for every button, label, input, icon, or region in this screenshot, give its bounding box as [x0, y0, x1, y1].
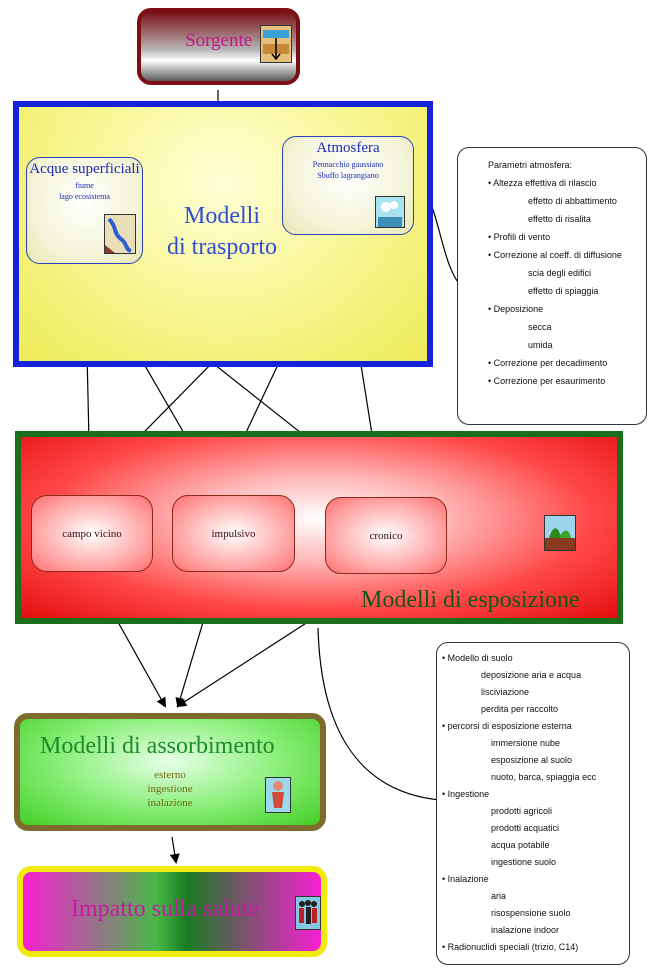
- atmo-param-line: • Correzione per decadimento: [488, 358, 608, 368]
- exp-param-line: inalazione indoor: [491, 925, 560, 935]
- exp-param-line: perdita per raccolto: [481, 704, 559, 714]
- surface-water-line-1: fiume: [75, 181, 94, 190]
- atmosphere-box[interactable]: Atmosfera Pennacchio gaussiano Sbuffo la…: [282, 136, 414, 235]
- exp-param-line: prodotti agricoli: [491, 806, 553, 816]
- transport-models-title: Modelli di trasporto: [167, 201, 277, 263]
- atmo-param-line: umida: [528, 340, 553, 350]
- exp-param-line: deposizione aria e acqua: [481, 670, 582, 680]
- health-impact-title: Impatto sulla salute: [71, 896, 259, 922]
- source-icon: [260, 25, 292, 63]
- chronic-label: cronico: [369, 529, 403, 542]
- surface-water-line-2: lago ecosistema: [59, 192, 110, 201]
- exp-param-line: • Radionuclidi speciali (trizio, C14): [442, 942, 579, 952]
- absorption-models-box[interactable]: Modelli di assorbimento esterno ingestio…: [14, 713, 326, 831]
- atmo-param-line: effetto di risalita: [528, 214, 591, 224]
- exp-param-line: • Inalazione: [442, 874, 489, 884]
- river-map-icon: [104, 214, 136, 254]
- atmo-param-line: • Profili di vento: [488, 232, 551, 242]
- source-label: Sorgente: [185, 30, 253, 51]
- exp-param-line: lisciviazione: [481, 687, 530, 697]
- atmo-param-line: effetto di abbattimento: [528, 196, 617, 206]
- absorption-line-3: inalazione: [147, 797, 193, 809]
- atmo-param-line: Parametri atmosfera:: [488, 160, 573, 170]
- exp-param-line: ingestione suolo: [491, 857, 557, 867]
- source-box[interactable]: Sorgente: [137, 8, 300, 85]
- transport-models-box[interactable]: Acque superficiali fiume lago ecosistema…: [13, 101, 433, 367]
- atmosphere-line-2: Sbuffo lagrangiano: [317, 171, 379, 180]
- plume-icon: [375, 196, 405, 228]
- atmo-param-line: scia degli edifici: [528, 268, 592, 278]
- atmo-param-line: • Correzione per esaurimento: [488, 376, 606, 386]
- atmosphere-title: Atmosfera: [316, 140, 380, 156]
- near-field-box[interactable]: campo vicino: [31, 495, 153, 572]
- exp-param-line: prodotti acquatici: [491, 823, 560, 833]
- exp-param-line: • Ingestione: [442, 789, 490, 799]
- landscape-icon: [544, 515, 576, 551]
- exposure-params-panel: • Modello di suolo deposizione aria e ac…: [436, 642, 630, 965]
- absorption-line-1: esterno: [154, 769, 186, 781]
- exp-param-line: nuoto, barca, spiaggia ecc: [491, 772, 597, 782]
- transport-title-line-2: di trasporto: [167, 234, 277, 260]
- exposure-models-title: Modelli di esposizione: [361, 587, 580, 613]
- exp-param-line: risospensione suolo: [491, 908, 571, 918]
- absorption-models-title: Modelli di assorbimento: [40, 733, 275, 759]
- atmosphere-params-panel: Parametri atmosfera: • Altezza effettiva…: [457, 147, 647, 425]
- exp-param-line: acqua potabile: [491, 840, 550, 850]
- transport-title-line-1: Modelli: [183, 203, 260, 229]
- atmo-param-line: • Correzione al coeff. di diffusione: [488, 250, 622, 260]
- chronic-box[interactable]: cronico: [325, 497, 447, 574]
- near-field-label: campo vicino: [62, 527, 122, 540]
- atmosphere-line-1: Pennacchio gaussiano: [312, 160, 384, 169]
- exposure-models-box[interactable]: campo vicino impulsivo cronico Modelli d…: [15, 431, 623, 624]
- arrow-absorption-to-health: [169, 836, 180, 864]
- people-icon: [295, 896, 321, 930]
- exp-param-line: aria: [491, 891, 507, 901]
- atmo-param-line: • Deposizione: [488, 304, 544, 314]
- bracket-exposure-params: [317, 627, 441, 801]
- impulsive-label: impulsivo: [211, 527, 256, 540]
- exp-param-line: immersione nube: [491, 738, 561, 748]
- exp-param-line: esposizione al suolo: [491, 755, 573, 765]
- body-organ-icon: [265, 777, 291, 813]
- atmo-param-line: effetto di spiaggia: [528, 286, 599, 296]
- atmo-param-line: secca: [528, 322, 552, 332]
- atmo-param-line: • Altezza effettiva di rilascio: [488, 178, 597, 188]
- surface-water-title: Acque superficiali: [29, 161, 140, 177]
- exp-param-line: • percorsi di esposizione esterna: [442, 721, 572, 731]
- exp-param-line: • Modello di suolo: [442, 653, 513, 663]
- surface-water-box[interactable]: Acque superficiali fiume lago ecosistema: [26, 157, 143, 264]
- absorption-line-2: ingestione: [147, 783, 193, 795]
- health-impact-box[interactable]: Impatto sulla salute: [17, 866, 327, 957]
- impulsive-box[interactable]: impulsivo: [172, 495, 295, 572]
